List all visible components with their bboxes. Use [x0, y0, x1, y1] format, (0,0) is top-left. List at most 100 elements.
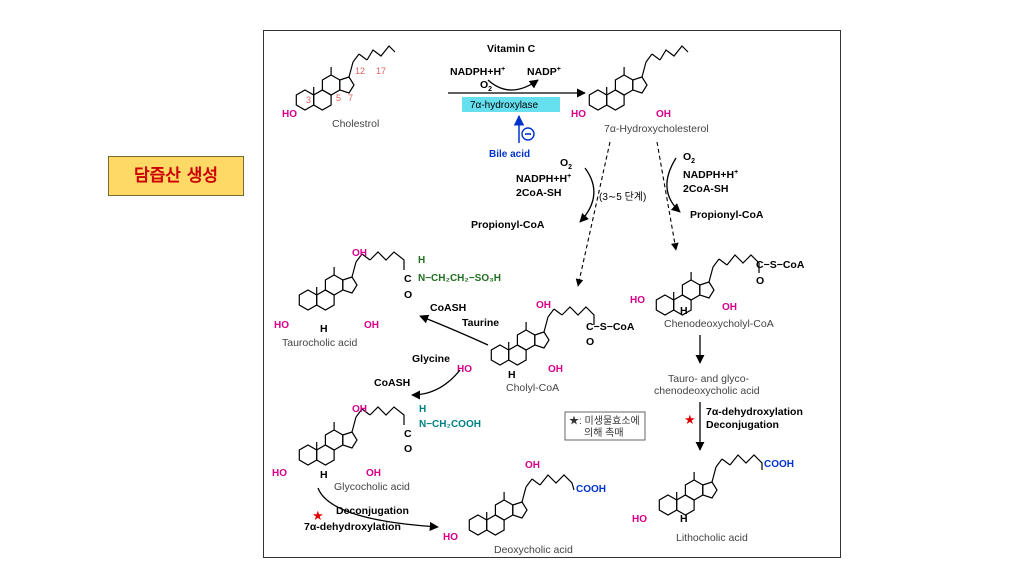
carbon-3-label: 3: [306, 95, 311, 105]
o2-top-label: O2: [480, 79, 492, 93]
nadph-left-label: NADPH+H+: [516, 173, 571, 185]
taurocholic-carbonyl-o: O: [404, 289, 412, 301]
cooh-deoxycholic: COOH: [576, 484, 606, 495]
propionyl-right-label: Propionyl-CoA: [690, 209, 764, 221]
cooh-lithocholic: COOH: [764, 459, 794, 470]
cheno-oh: OH: [722, 302, 737, 313]
nadph-right-label: NADPH+H+: [683, 169, 738, 181]
glycine-conjugation-arrow: [411, 369, 461, 400]
cholyl-ho: HO: [457, 364, 472, 375]
cholyl-h: H: [508, 369, 516, 381]
propionyl-left-label: Propionyl-CoA: [471, 219, 545, 231]
glycocholic-ho: HO: [272, 468, 287, 479]
glycocholic-carbonyl-o: O: [404, 443, 412, 455]
carbon-17-label: 17: [376, 66, 386, 76]
minus-circle-icon: [521, 127, 535, 141]
taurine-chain-label: N−CH₂CH₂−SO₃H: [418, 273, 501, 284]
pathway-arrow-to-cholyl: [575, 141, 611, 287]
carbon-12-label: 12: [355, 66, 365, 76]
deconjugation-right-label: Deconjugation: [706, 419, 779, 431]
coash-left-label: 2CoA-SH: [516, 187, 562, 199]
microbe-note-box: [564, 411, 646, 441]
enzyme-label: 7α-hydroxylase: [470, 100, 538, 111]
o2-right-label: O2: [683, 151, 695, 165]
cofactor-arrow-right: [666, 157, 681, 213]
cholyl-coa-label: Cholyl-CoA: [506, 382, 559, 394]
pathway-arrow-to-cheno: [656, 141, 679, 251]
taurocholic-oh-7: OH: [364, 320, 379, 331]
taurine-conjugation-arrow: [419, 314, 489, 346]
nadph-top-label: NADPH+H+: [450, 66, 505, 78]
side-title: 담즙산 생성: [108, 156, 244, 196]
deoxycholic-oh-12: OH: [525, 460, 540, 471]
lithocholic-ho: HO: [632, 514, 647, 525]
diagram-frame: [263, 30, 841, 558]
dehydroxylation-right-label: 7α-dehydroxylation: [706, 406, 803, 418]
steps-label: (3∼5 단계): [599, 191, 646, 203]
carbon-7-label: 7: [348, 93, 353, 103]
enzyme-highlight: [462, 97, 560, 112]
nadp-label: NADP+: [527, 66, 561, 78]
taurocholic-nh-h: H: [418, 255, 425, 266]
cofactor-arrow-left: [579, 167, 595, 223]
hydroxycholesterol-label: 7α-Hydroxycholesterol: [604, 123, 709, 135]
cholestrol-structure: [295, 45, 396, 111]
glycocholic-label: Glycocholic acid: [334, 481, 410, 493]
cholyl-oh-12: OH: [536, 300, 551, 311]
hydroxycholesterol-oh: OH: [656, 109, 671, 120]
tauro-glyco-label-2: chenodeoxycholic acid: [654, 385, 760, 397]
taurocholic-ho: HO: [274, 320, 289, 331]
glycocholic-nh-h: H: [419, 404, 426, 415]
cofactor-arrow-top: [487, 79, 539, 91]
vitamin-c-label: Vitamin C: [487, 43, 536, 55]
deoxycholic-ho: HO: [443, 532, 458, 543]
bile-acid-label: Bile acid: [489, 149, 530, 160]
taurocholic-oh-12: OH: [352, 248, 367, 259]
tauro-glyco-label-1: Tauro- and glyco-: [668, 373, 750, 385]
glycine-label: Glycine: [412, 353, 450, 365]
deoxycholic-conversion-arrow: [317, 487, 439, 532]
lithocholic-label: Lithocholic acid: [676, 532, 748, 544]
cholyl-sidechain-label: C−S−CoA: [586, 321, 635, 333]
hydroxycholesterol-ho: HO: [571, 109, 586, 120]
microbe-note-line-2: 의해 촉매: [584, 426, 624, 439]
taurocholic-structure: [298, 251, 405, 311]
coash-taurine-label: CoASH: [430, 302, 466, 314]
carbon-5-label: 5: [336, 93, 341, 103]
glycocholic-h: H: [320, 469, 328, 481]
cholyl-oh-7: OH: [548, 364, 563, 375]
lithocholic-h: H: [680, 513, 688, 525]
glycine-chain-label: N−CH₂COOH: [419, 419, 481, 430]
cholestrol-ho: HO: [282, 109, 297, 120]
glycocholic-oh-7: OH: [366, 468, 381, 479]
coash-glycine-label: CoASH: [374, 377, 410, 389]
taurocholic-h: H: [320, 323, 328, 335]
glycocholic-structure: [298, 406, 405, 466]
taurocholic-label: Taurocholic acid: [282, 337, 357, 349]
cholestrol-label: Cholestrol: [332, 118, 379, 130]
deoxycholic-label: Deoxycholic acid: [494, 544, 573, 556]
cheno-sidechain-label: C−S−CoA: [756, 259, 805, 271]
o2-left-label: O2: [560, 157, 572, 171]
dehydroxylation-bottom-label: 7α-dehydroxylation: [304, 521, 401, 533]
deoxycholic-structure: [468, 474, 575, 536]
taurine-label: Taurine: [462, 317, 499, 329]
star-icon: ★: [684, 412, 696, 427]
glycocholic-carbonyl-c: C: [404, 428, 412, 440]
cheno-ho: HO: [630, 295, 645, 306]
lithocholic-structure: [658, 454, 763, 516]
cheno-h: H: [680, 305, 688, 317]
glycocholic-oh-12: OH: [352, 404, 367, 415]
cholyl-coa-structure: [490, 306, 595, 366]
cheno-carbonyl-o: O: [756, 275, 764, 287]
hydroxycholesterol-structure: [588, 45, 689, 111]
taurocholic-carbonyl-c: C: [404, 273, 412, 285]
chenodeoxycholyl-coa-label: Chenodeoxycholyl-CoA: [664, 318, 774, 330]
chenodeoxycholyl-coa-structure: [655, 254, 760, 316]
microbe-note-line-1: ★: 미생물효소에: [569, 415, 640, 427]
deconjugation-bottom-label: Deconjugation: [336, 505, 409, 517]
coash-right-label: 2CoA-SH: [683, 183, 729, 195]
star-icon: ★: [312, 508, 324, 523]
cholyl-carbonyl-o: O: [586, 336, 594, 348]
